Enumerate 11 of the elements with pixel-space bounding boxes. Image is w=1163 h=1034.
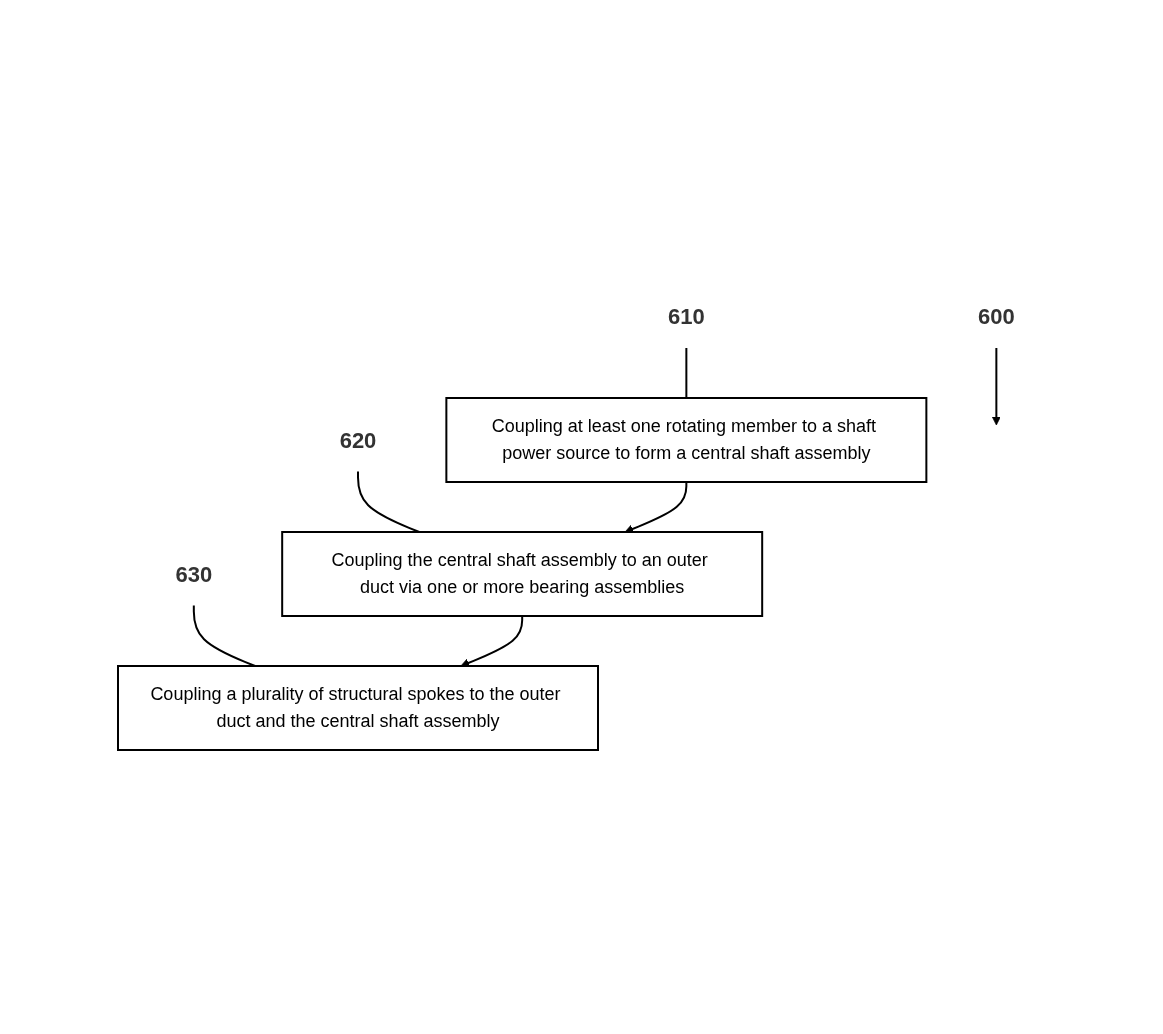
arrow [992, 346, 1001, 425]
reference-numeral: 630 [175, 561, 213, 586]
reference-numeral: 620 [339, 427, 377, 452]
leader-line [685, 346, 688, 399]
process-box: Coupling a plurality of structural spokes to the outer duct and the central shaft assembly [117, 664, 600, 751]
process-box: Coupling at least one rotating member to a shaft power source to form a central shaft assembly [445, 396, 928, 483]
reference-numeral: 610 [668, 303, 705, 329]
process-box: Coupling the central shaft assembly to an outer duct via one or more bearing assemblies [281, 530, 764, 617]
arrow [624, 480, 688, 533]
reference-numeral: 600 [978, 303, 1015, 329]
arrow [460, 614, 524, 667]
